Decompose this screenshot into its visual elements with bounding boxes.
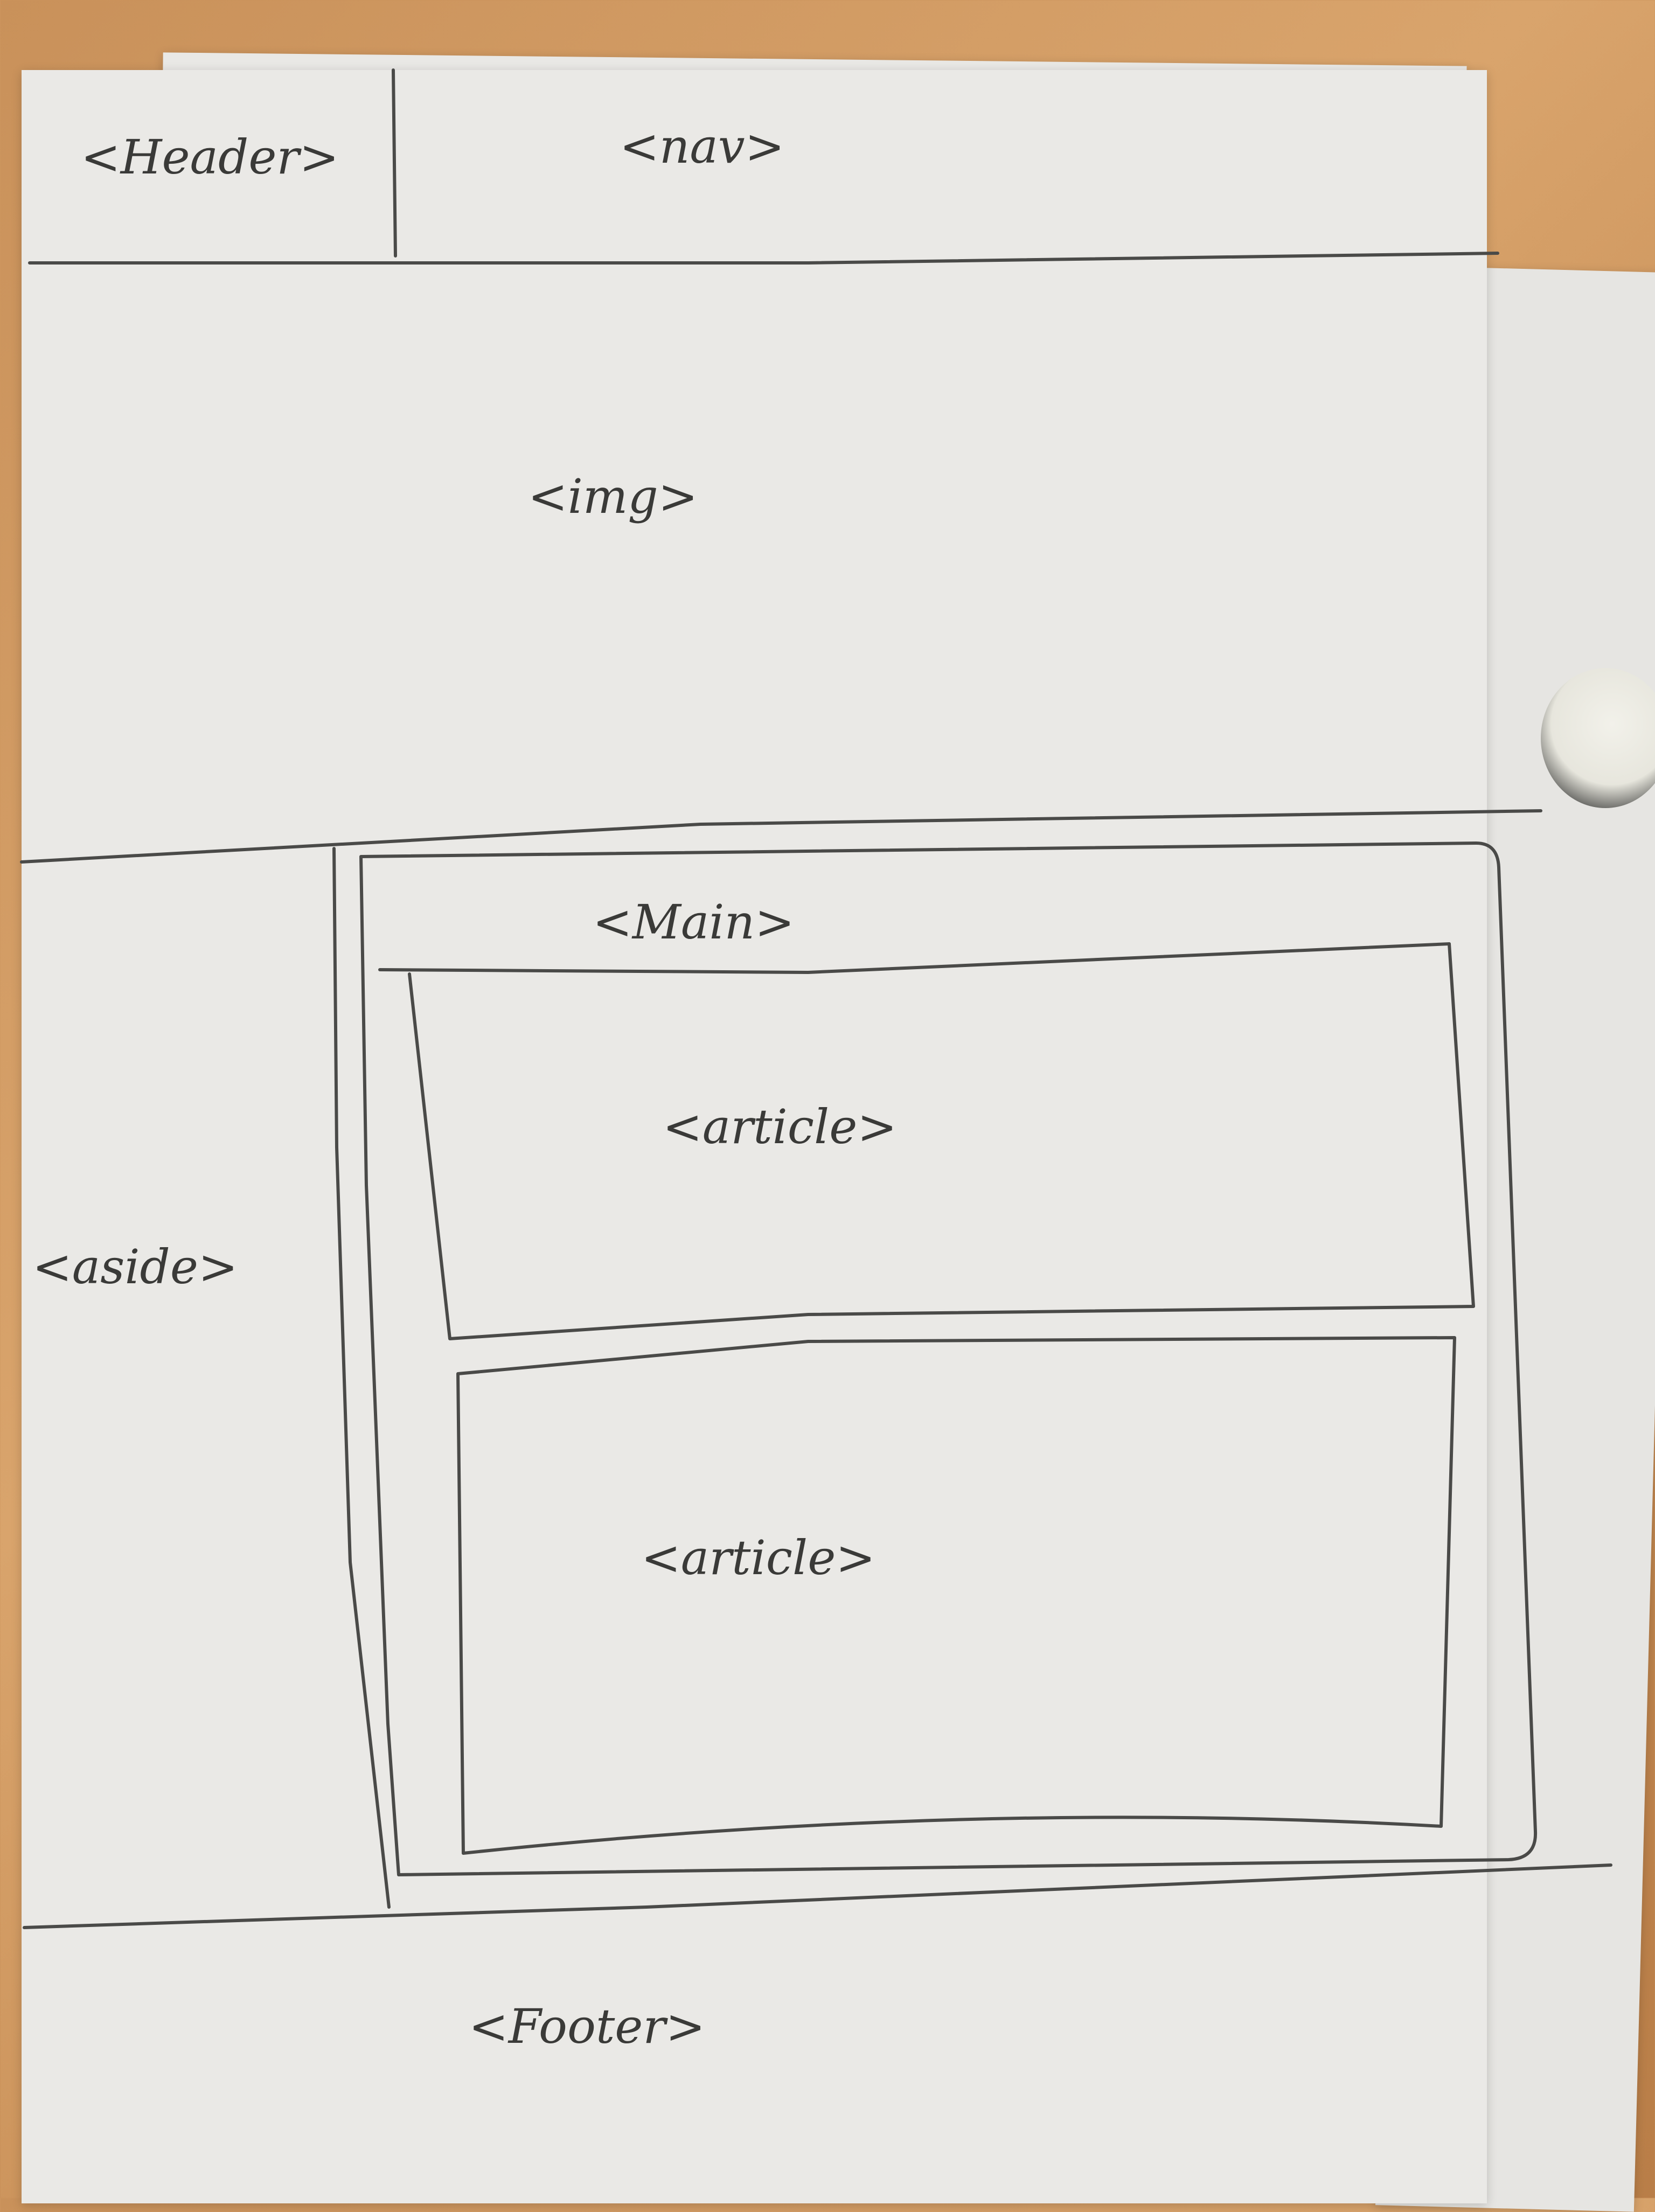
main-header-line xyxy=(378,942,1451,974)
article-label: <article> xyxy=(663,1099,898,1154)
nav-label: <nav> xyxy=(620,119,785,174)
aside-divider xyxy=(332,847,391,1909)
wireframe-paper-sheet xyxy=(22,70,1487,2203)
footer-top-line xyxy=(23,1863,1612,1929)
article-1-box xyxy=(408,942,1475,1340)
aside-label: <aside> xyxy=(32,1239,238,1295)
eraser xyxy=(1541,668,1655,808)
header-bottom-line xyxy=(28,252,1499,265)
article-2-box xyxy=(456,1336,1456,1855)
article-label: <article> xyxy=(641,1530,876,1585)
header-label: <Header> xyxy=(81,129,339,185)
header-nav-divider xyxy=(392,68,397,258)
img-label: <img> xyxy=(528,469,698,524)
footer-label: <Footer> xyxy=(469,1999,706,2054)
img-bottom-line xyxy=(20,809,1542,864)
main-label: <Main> xyxy=(593,894,795,950)
main-outer-box xyxy=(359,841,1538,1876)
